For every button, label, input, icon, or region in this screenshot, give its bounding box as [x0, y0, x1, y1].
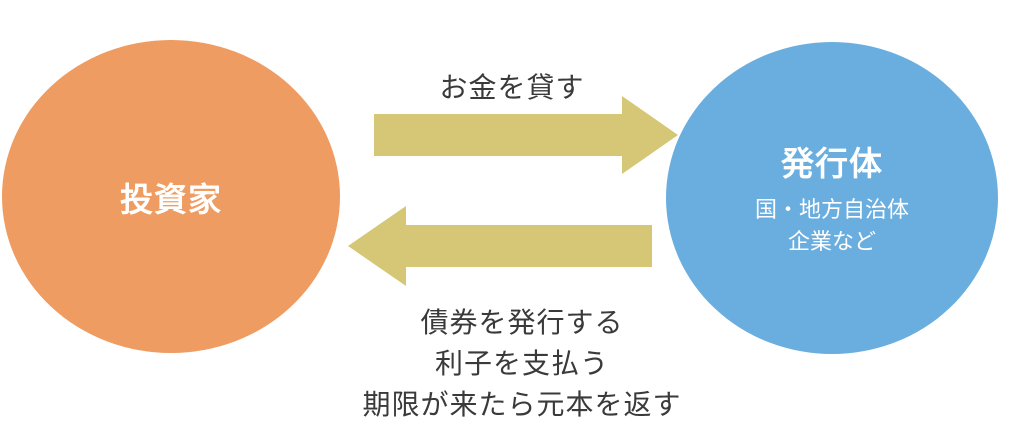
- arrow-right-icon: [374, 96, 678, 174]
- lend-money-label: お金を貸す: [439, 71, 585, 104]
- issuer-actions-label: 債券を発行する 利子を支払う 期限が来たら元本を返す: [312, 302, 732, 425]
- pay-interest-text: 利子を支払う: [434, 347, 609, 380]
- issue-bonds-text: 債券を発行する: [420, 306, 624, 339]
- issuer-circle: 発行体 国・地方自治体 企業など: [666, 42, 998, 354]
- investor-label: 投資家: [120, 179, 222, 219]
- issuer-subtitle-line1: 国・地方自治体: [754, 198, 909, 223]
- investor-circle: 投資家: [2, 40, 340, 353]
- issuer-subtitle-line2: 企業など: [787, 230, 876, 255]
- arrow-left-icon: [348, 206, 652, 286]
- repay-principal-text: 期限が来たら元本を返す: [362, 388, 682, 421]
- issuer-title: 発行体: [781, 144, 883, 183]
